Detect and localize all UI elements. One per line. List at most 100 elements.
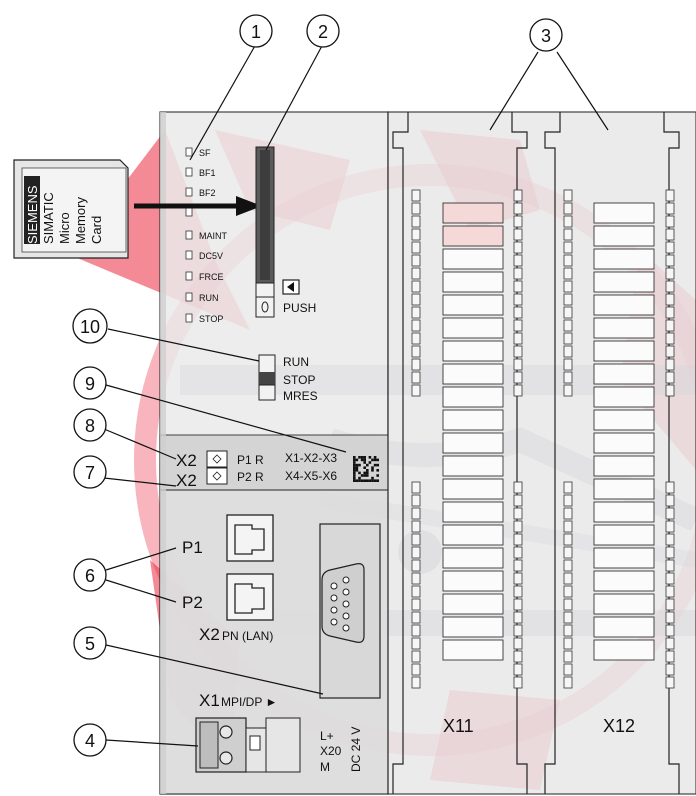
memory-card: SIEMENS SIMATIC Micro Memory Card bbox=[13, 159, 129, 259]
io-led-x11 bbox=[411, 202, 421, 215]
io-led-x11 bbox=[411, 520, 421, 533]
io-led-x11 bbox=[411, 650, 421, 663]
io-led-x12 bbox=[665, 676, 675, 689]
io-led-x12 bbox=[665, 585, 675, 598]
io-led-x12 bbox=[665, 228, 675, 241]
io-led-x11 bbox=[513, 202, 523, 215]
io-led-x11 bbox=[513, 559, 523, 572]
svg-text:RUN: RUN bbox=[199, 293, 219, 303]
interface-code: X4-X5-X6 bbox=[285, 469, 337, 483]
io-led-x11 bbox=[513, 520, 523, 533]
io-led-x12 bbox=[563, 306, 573, 319]
callout-2: 2 bbox=[306, 14, 340, 48]
io-led-x11 bbox=[411, 676, 421, 689]
io-led-x12 bbox=[665, 533, 675, 546]
io-led-x12 bbox=[563, 345, 573, 358]
io-led-x11 bbox=[513, 637, 523, 650]
io-terminal-x11 bbox=[442, 639, 504, 661]
svg-text:SF: SF bbox=[199, 148, 211, 158]
connector-x12-label: X12 bbox=[603, 716, 635, 736]
svg-text:2: 2 bbox=[318, 22, 328, 42]
io-led-x12 bbox=[665, 598, 675, 611]
io-led-x12 bbox=[563, 572, 573, 585]
io-led-x12 bbox=[563, 585, 573, 598]
callout-8: 8 bbox=[73, 408, 107, 442]
io-led-x11 bbox=[411, 546, 421, 559]
io-led-x12 bbox=[665, 306, 675, 319]
io-led-x11 bbox=[411, 241, 421, 254]
power-voltage: DC 24 V bbox=[349, 727, 363, 772]
io-terminal-x11 bbox=[442, 524, 504, 546]
io-led-x11 bbox=[411, 507, 421, 520]
io-led-x12 bbox=[665, 572, 675, 585]
io-led-x12 bbox=[665, 345, 675, 358]
svg-text:MAINT: MAINT bbox=[199, 231, 228, 241]
io-led-x11 bbox=[513, 572, 523, 585]
card-line: Memory bbox=[73, 197, 88, 244]
io-led-x12 bbox=[563, 507, 573, 520]
io-terminal-x12 bbox=[593, 593, 655, 615]
push-label: PUSH bbox=[283, 301, 316, 315]
io-terminal-x11 bbox=[442, 478, 504, 500]
dsub-connector[interactable] bbox=[319, 523, 381, 699]
io-led-x11 bbox=[513, 624, 523, 637]
io-led-x11 bbox=[513, 650, 523, 663]
x2-label: X2 bbox=[176, 471, 197, 490]
io-led-x11 bbox=[411, 494, 421, 507]
port-status-area: X2 X2 P1 R P2 R X1-X2-X3 X4-X5-X6 bbox=[176, 450, 379, 490]
io-led-x11 bbox=[513, 332, 523, 345]
io-led-x12 bbox=[665, 611, 675, 624]
io-terminal-x11 bbox=[442, 294, 504, 316]
io-led-x11 bbox=[513, 345, 523, 358]
io-terminal-x12 bbox=[593, 225, 655, 247]
eject-button[interactable]: PUSH bbox=[282, 279, 316, 315]
io-led-x12 bbox=[665, 241, 675, 254]
io-led-x12 bbox=[563, 520, 573, 533]
io-led-x11 bbox=[513, 358, 523, 371]
status-led bbox=[185, 207, 193, 217]
io-led-x11 bbox=[411, 533, 421, 546]
io-terminal-x11 bbox=[442, 386, 504, 408]
callout-10: 10 bbox=[72, 308, 108, 344]
io-led-x11 bbox=[513, 676, 523, 689]
card-line: SIMATIC bbox=[41, 192, 56, 244]
io-led-x11 bbox=[411, 319, 421, 332]
io-terminal-x11 bbox=[442, 593, 504, 615]
leader-lines bbox=[103, 43, 609, 747]
io-led-x12 bbox=[563, 228, 573, 241]
svg-text:9: 9 bbox=[85, 374, 95, 394]
mode-selector[interactable]: RUN STOP MRES bbox=[258, 354, 318, 403]
io-terminal-x11 bbox=[442, 225, 504, 247]
callout-4: 4 bbox=[73, 723, 107, 757]
io-led-x12 bbox=[665, 650, 675, 663]
io-led-x12 bbox=[665, 520, 675, 533]
power-terminal[interactable] bbox=[195, 717, 301, 773]
io-led-x12 bbox=[563, 650, 573, 663]
io-terminal-x11 bbox=[442, 340, 504, 362]
io-led-x12 bbox=[665, 319, 675, 332]
card-line: Micro bbox=[57, 212, 72, 244]
status-led: RUN bbox=[185, 292, 219, 303]
io-led-x12 bbox=[563, 241, 573, 254]
io-led-x11 bbox=[513, 371, 523, 384]
io-led-x11 bbox=[513, 254, 523, 267]
io-terminal-x12 bbox=[593, 639, 655, 661]
status-led: SF bbox=[185, 147, 211, 158]
rj45-port-p1[interactable] bbox=[226, 514, 274, 562]
io-led-x11 bbox=[411, 559, 421, 572]
io-led-x12 bbox=[665, 507, 675, 520]
interface-code: X1-X2-X3 bbox=[285, 451, 337, 465]
power-x20: X20 bbox=[320, 744, 342, 758]
io-terminal-x12 bbox=[593, 202, 655, 224]
io-terminal-x12 bbox=[593, 524, 655, 546]
rj45-port-p2[interactable] bbox=[226, 573, 274, 621]
mpi-dp-label: MPI/DP ► bbox=[221, 695, 277, 709]
io-terminal-x11 bbox=[442, 547, 504, 569]
io-led-x11 bbox=[513, 663, 523, 676]
card-brand-text: SIEMENS bbox=[25, 185, 40, 244]
io-led-x12 bbox=[665, 332, 675, 345]
io-led-x11 bbox=[513, 494, 523, 507]
io-terminal-x11 bbox=[442, 248, 504, 270]
io-terminal-x12 bbox=[593, 432, 655, 454]
